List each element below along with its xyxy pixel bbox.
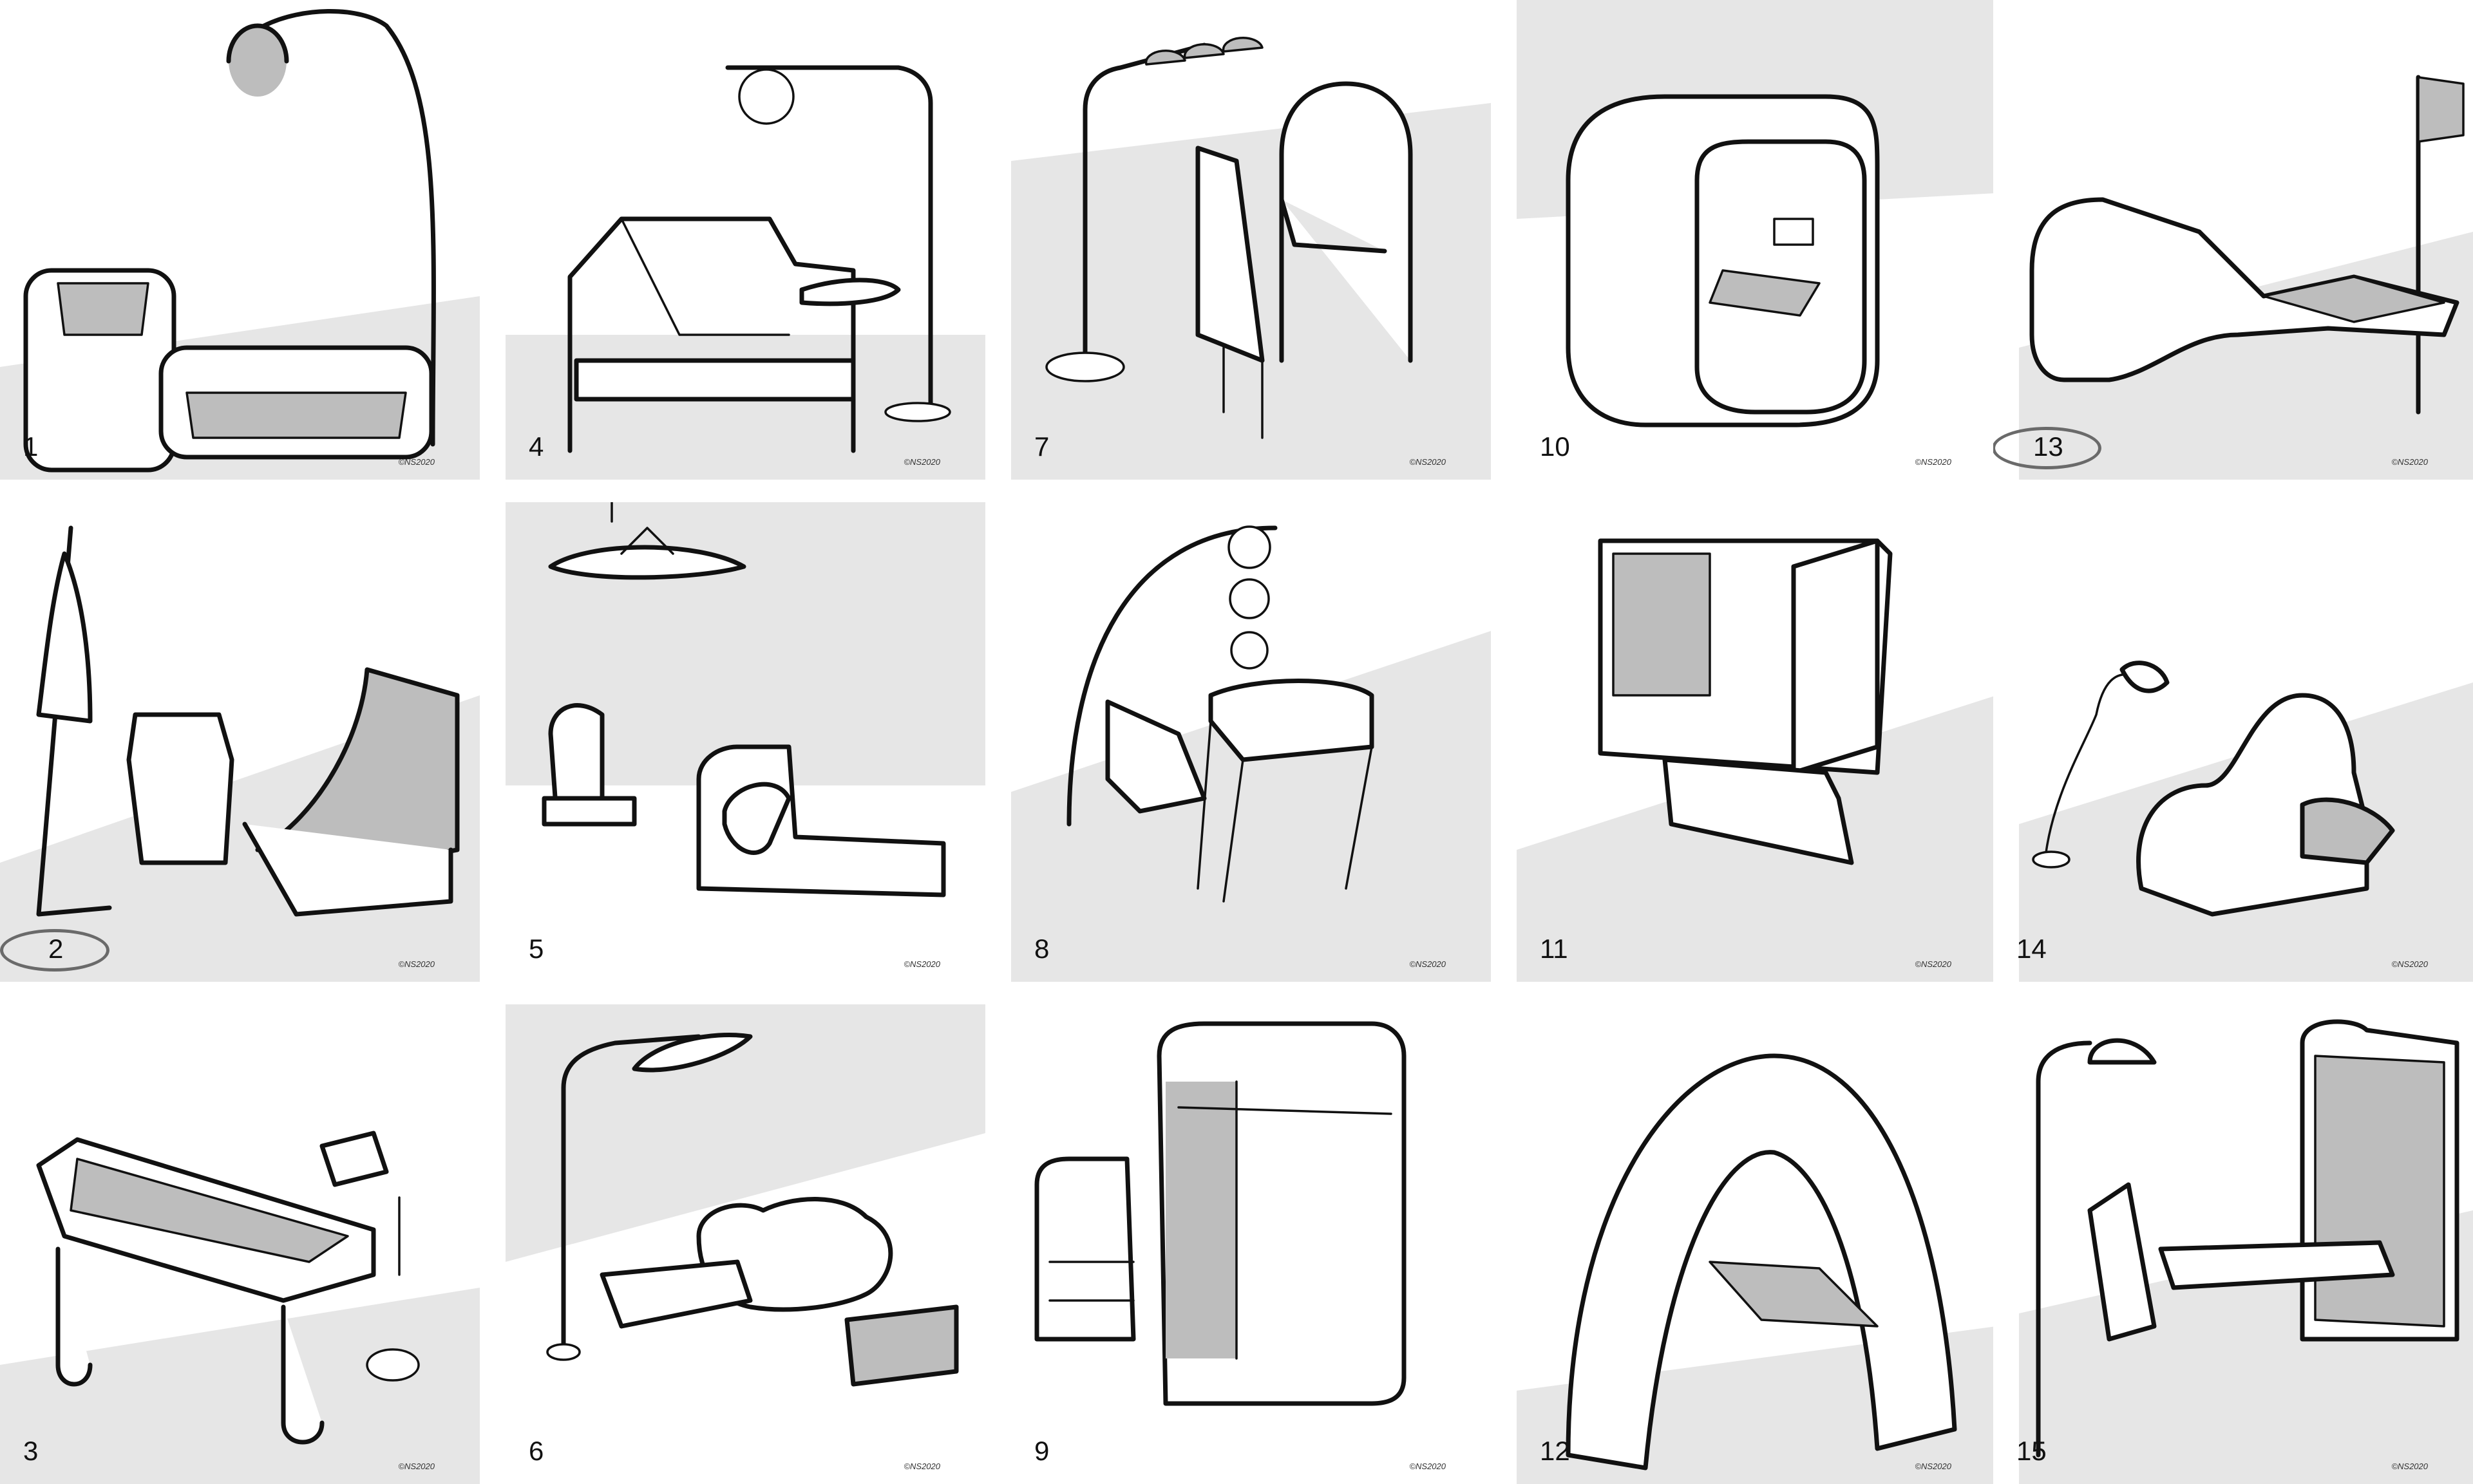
signature: ©NS2020 (1915, 959, 1951, 969)
sketch-arched-desk-chair-lamp (1011, 37, 1491, 480)
sketch-armoire-desk-trolley (1034, 1021, 1407, 1406)
panel-15: 15 ©NS2020 (1993, 1004, 2473, 1484)
panel-number: 10 (1540, 431, 1570, 462)
signature: ©NS2020 (398, 457, 435, 467)
sketch-fold-down-desk-lamp (2019, 1004, 2473, 1484)
panel-number: 13 (2033, 431, 2063, 462)
signature: ©NS2020 (1409, 959, 1446, 969)
panel-5: 5 ©NS2020 (506, 502, 985, 982)
panel-7: 7 ©NS2020 (1011, 0, 1491, 480)
panel-number: 11 (1540, 934, 1568, 964)
panel-number: 2 (48, 934, 64, 964)
panel-9: 9 ©NS2020 (1011, 1004, 1491, 1484)
panel-3: 3 ©NS2020 (0, 1004, 480, 1484)
panel-number: 5 (529, 934, 544, 964)
sketch-armchair-bench-arc-lamp (0, 9, 480, 480)
sketch-soft-lounge-chair-lamp (2019, 502, 2473, 982)
sketch-work-pod (1517, 0, 1996, 480)
highlight-circle (0, 929, 109, 972)
signature: ©NS2020 (1915, 457, 1951, 467)
sketch-cloud-sofa-table-lamp (506, 1004, 985, 1484)
sketch-arch-pod-desk (1517, 1004, 1996, 1484)
panel-2: 2 ©NS2020 (0, 502, 480, 982)
panel-8: 8 ©NS2020 (1011, 502, 1491, 982)
signature: ©NS2020 (904, 959, 940, 969)
signature: ©NS2020 (2391, 457, 2428, 467)
panel-14: 14 ©NS2020 (1993, 502, 2473, 982)
panel-10: 10 ©NS2020 (1517, 0, 1996, 480)
sketch-hammock-bench-lamp (0, 1131, 480, 1484)
signature: ©NS2020 (398, 1461, 435, 1471)
panel-number: 12 (1540, 1436, 1570, 1466)
panel-number: 8 (1034, 934, 1050, 964)
sketch-wall-desk-cabinet (1517, 502, 1996, 982)
panel-13: 13 ©NS2020 (1993, 0, 2473, 480)
panel-number: 7 (1034, 431, 1050, 462)
panel-number: 15 (2016, 1436, 2047, 1466)
panel-4: 4 ©NS2020 (506, 0, 985, 480)
panel-11: 11 ©NS2020 (1517, 502, 1996, 982)
panel-number: 1 (23, 431, 39, 462)
signature: ©NS2020 (1409, 457, 1446, 467)
panel-number: 6 (529, 1436, 544, 1466)
highlight-circle (1993, 427, 2101, 469)
panel-number: 3 (23, 1436, 39, 1466)
panel-6: 6 ©NS2020 (506, 1004, 985, 1484)
signature: ©NS2020 (1409, 1461, 1446, 1471)
panel-12: 12 ©NS2020 (1517, 1004, 1996, 1484)
signature: ©NS2020 (1915, 1461, 1951, 1471)
panel-number: 14 (2016, 934, 2047, 964)
sketch-lounge-chair-floor-lamp (506, 65, 985, 480)
signature: ©NS2020 (2391, 1461, 2428, 1471)
sketch-secretary-desk-pendant (1011, 502, 1491, 982)
panel-number: 9 (1034, 1436, 1050, 1466)
signature: ©NS2020 (2391, 959, 2428, 969)
sketch-sling-chair-stool-lamp (0, 502, 480, 982)
sketch-folding-lounger-flag-lamp (2019, 0, 2473, 480)
panel-1: 1 ©NS2020 (0, 0, 480, 480)
panel-number: 4 (529, 431, 544, 462)
sketch-chaise-desk-pendant (506, 502, 985, 897)
signature: ©NS2020 (904, 1461, 940, 1471)
signature: ©NS2020 (398, 959, 435, 969)
signature: ©NS2020 (904, 457, 940, 467)
